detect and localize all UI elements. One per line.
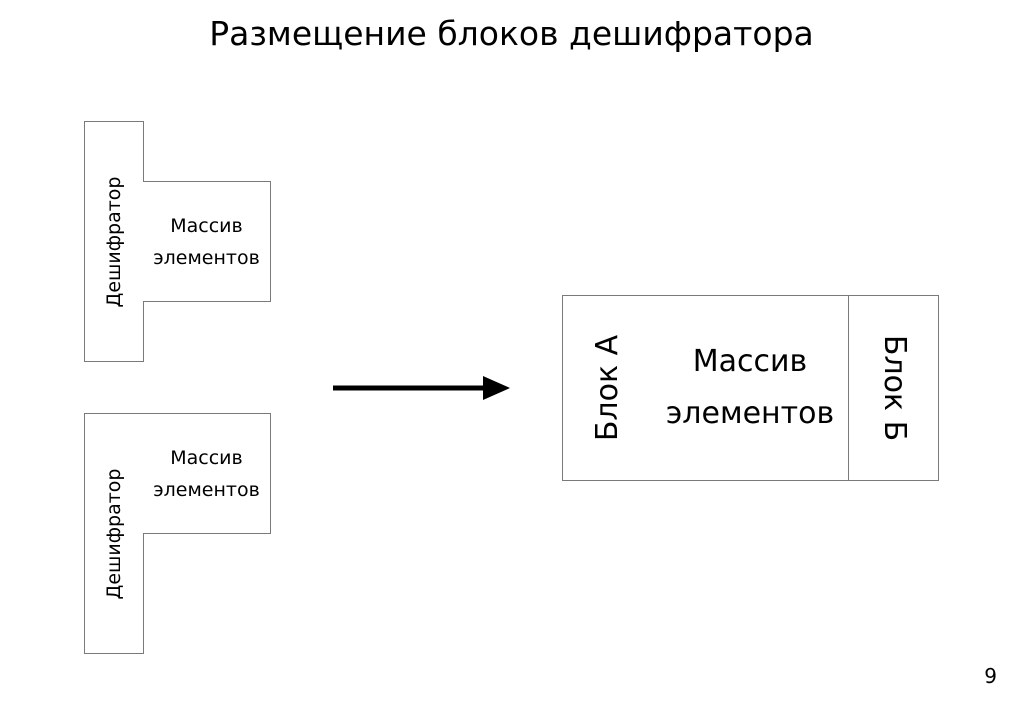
array-label-top-line1: Массив: [170, 214, 243, 237]
array-label-bottom-line2: элементов: [153, 478, 260, 501]
block-a-box: Блок А: [562, 295, 653, 481]
array-label-bottom: Массив элементов: [143, 442, 270, 506]
block-b-box: Блок Б: [848, 295, 939, 481]
decoder-label-bottom: Дешифратор: [103, 468, 125, 599]
decoder-label-top: Дешифратор: [103, 176, 125, 307]
decoder-box-top: Дешифратор: [84, 121, 144, 362]
array-box-top: Массив элементов: [143, 181, 271, 302]
array-label-top-line2: элементов: [153, 246, 260, 269]
arrow-right-icon: [333, 376, 510, 400]
array-label-bottom-line1: Массив: [170, 446, 243, 469]
decoder-box-bottom: Дешифратор: [84, 413, 144, 654]
page-number: 9: [984, 664, 997, 688]
array-label-combined-line1: Массив: [692, 344, 808, 379]
slide-title: Размещение блоков дешифратора: [209, 14, 814, 53]
array-label-combined: Массив элементов: [652, 336, 848, 440]
array-box-combined: Массив элементов: [652, 295, 849, 481]
block-b-label: Блок Б: [876, 334, 912, 442]
arrow-head: [483, 376, 510, 400]
block-a-label: Блок А: [589, 334, 625, 442]
array-box-bottom: Массив элементов: [143, 413, 271, 534]
array-label-top: Массив элементов: [143, 210, 270, 274]
array-label-combined-line2: элементов: [665, 396, 835, 431]
